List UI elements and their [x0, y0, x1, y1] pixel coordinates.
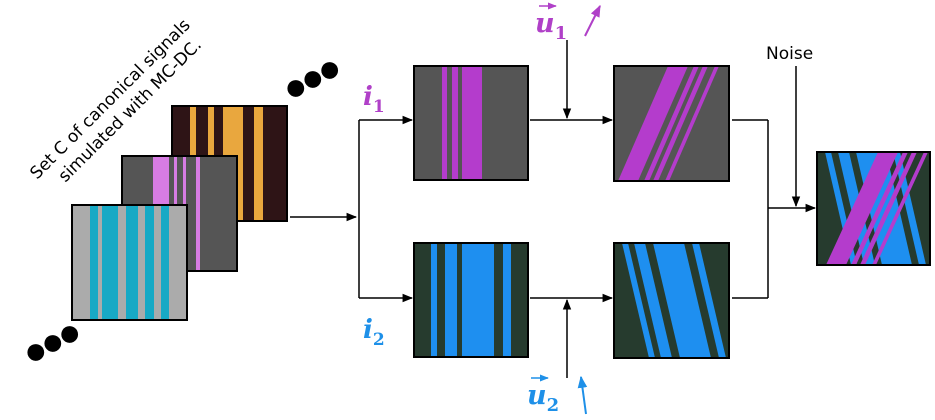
input-signal-1 — [413, 65, 529, 181]
velocity-direction-u1 — [584, 4, 601, 37]
input-label-i1: i1 — [363, 82, 385, 117]
velocity-label-u2: u2 — [527, 374, 588, 416]
velocity-direction-u2 — [577, 375, 588, 415]
ellipsis-bottom: ●●● — [21, 318, 84, 367]
shifted-signal-1 — [613, 65, 730, 182]
input-label-i2: i2 — [363, 315, 385, 350]
svg-text:u2: u2 — [527, 380, 559, 416]
signal-card-cyan — [71, 204, 188, 321]
combined-signal — [816, 151, 931, 266]
connectors — [290, 40, 817, 378]
noise-label: Noise — [766, 44, 813, 64]
ellipsis-top: ●●● — [281, 54, 344, 103]
svg-text:u1: u1 — [535, 8, 567, 44]
input-signal-2 — [413, 242, 529, 358]
velocity-label-u1: u1 — [535, 2, 601, 44]
shifted-signal-2 — [613, 242, 730, 359]
canonical-signal-stack — [71, 105, 288, 321]
